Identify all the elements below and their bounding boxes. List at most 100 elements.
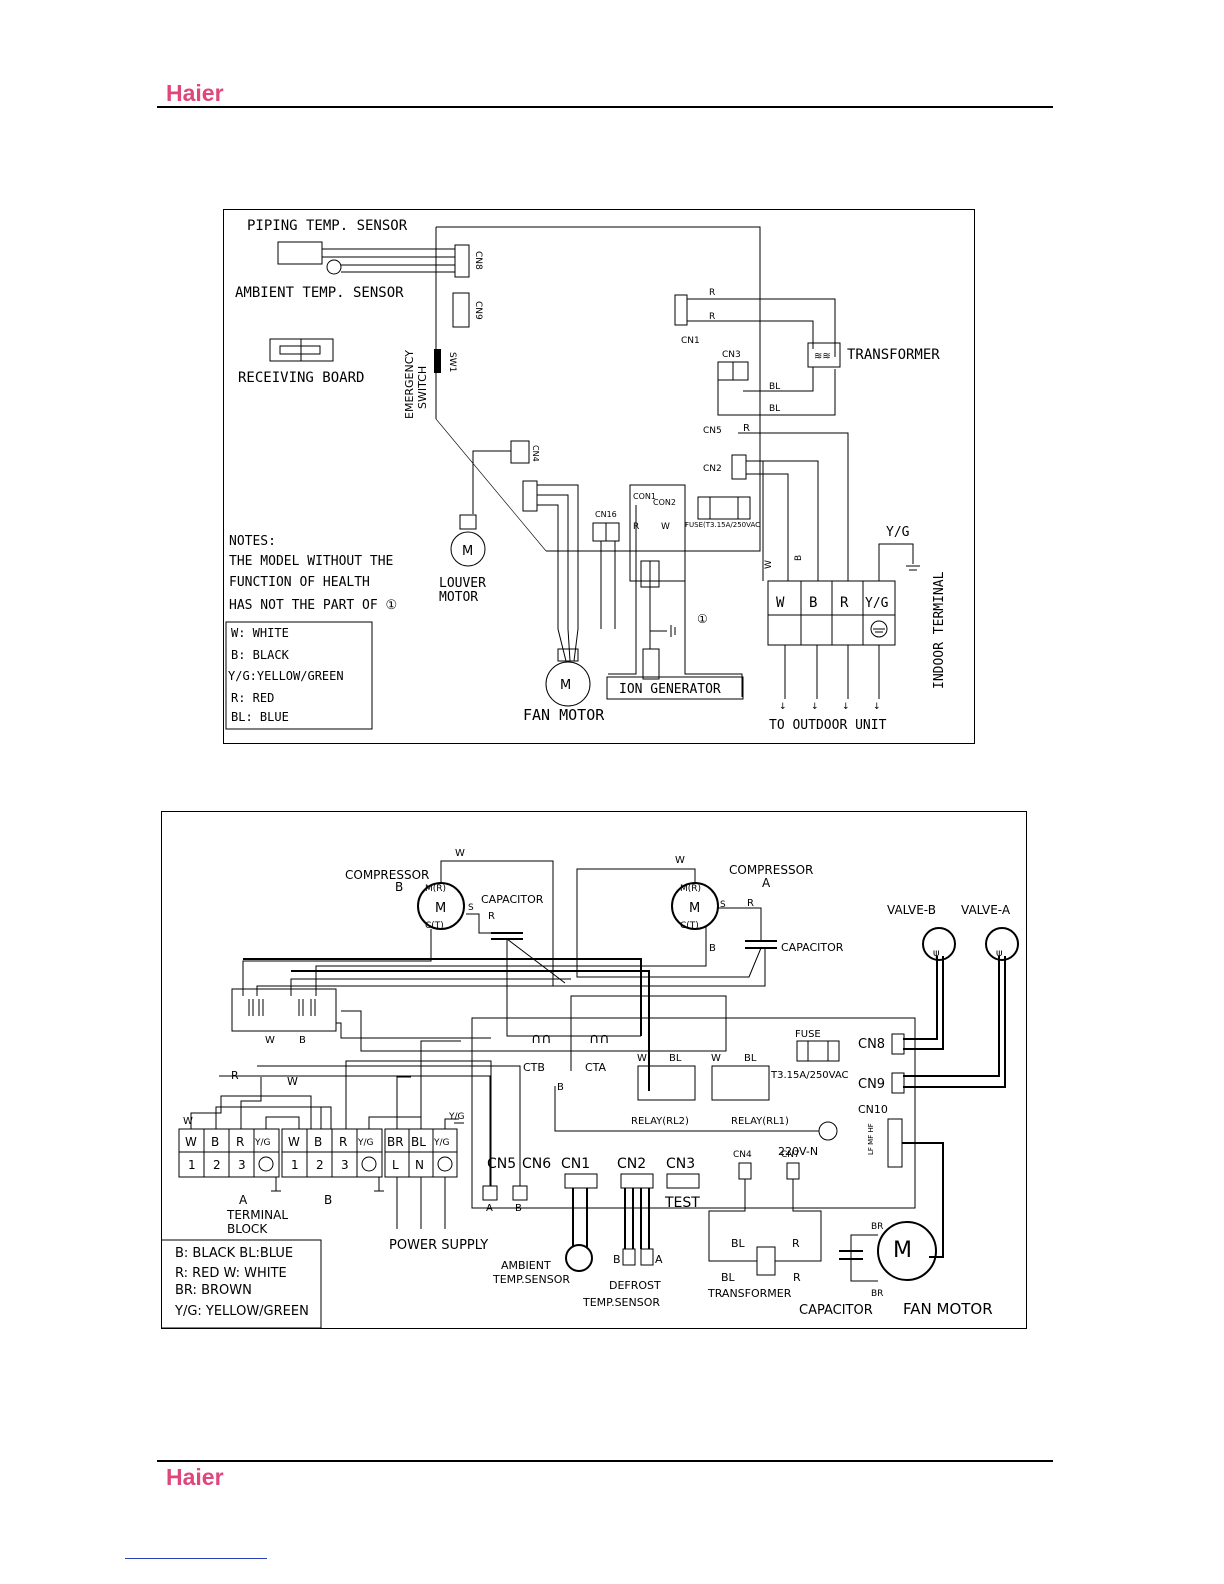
- svg-text:CON2: CON2: [653, 498, 676, 507]
- notes-line-1: THE MODEL WITHOUT THE: [229, 554, 393, 569]
- svg-text:R: RED W: WHITE: R: RED W: WHITE: [175, 1266, 287, 1281]
- louver-motor-icon: M: [462, 544, 473, 559]
- defrost-sensor-a: [640, 1248, 654, 1266]
- fan-capacitor-label: CAPACITOR: [799, 1303, 873, 1318]
- cn2-wires: [746, 460, 819, 581]
- svg-text:W: W: [288, 1135, 300, 1149]
- svg-text:CN4: CN4: [531, 445, 540, 462]
- fan-motor: [877, 1221, 937, 1281]
- ground-icon: [870, 620, 888, 638]
- svg-text:B: BLACK BL:BLUE: B: BLACK BL:BLUE: [175, 1246, 293, 1261]
- svg-text:N: N: [415, 1158, 424, 1172]
- cn9-connector: [452, 292, 470, 328]
- svg-text:Y/G: Y/G: [357, 1138, 374, 1148]
- cn5-label: CN5: [703, 426, 722, 436]
- terminal-block-a: W B R Y/G 1 2 3: [178, 1128, 280, 1178]
- svg-text:B: B: [299, 1035, 306, 1046]
- cn8-label: CN8: [858, 1037, 885, 1052]
- cn2-label: CN2: [703, 464, 722, 474]
- capacitor-b-label: CAPACITOR: [481, 893, 544, 906]
- pcb-fuse-label: FUSE: [795, 1029, 821, 1040]
- svg-text:↓: ↓: [811, 702, 819, 712]
- cn5-cn6-wires: [219, 1065, 521, 1186]
- svg-text:ψ: ψ: [933, 948, 940, 959]
- fan-motor-wires: [537, 484, 579, 662]
- svg-text:R: R: [792, 1237, 800, 1250]
- svg-text:3: 3: [238, 1158, 246, 1172]
- contactor-box: [231, 988, 337, 1032]
- svg-text:R: R: [709, 288, 715, 298]
- cn5-connector: [482, 1185, 498, 1201]
- svg-text:CN3: CN3: [666, 1156, 695, 1172]
- svg-text:L: L: [392, 1158, 399, 1172]
- cn9-connector: [891, 1072, 905, 1094]
- cn8-connector: [891, 1033, 905, 1055]
- svg-text:A: A: [486, 1203, 493, 1214]
- cn6-connector: [512, 1185, 528, 1201]
- svg-text:W: W: [287, 1075, 298, 1088]
- outdoor-feed-wires: [784, 543, 920, 699]
- cn8-connector: [454, 244, 470, 278]
- terminal-block-label: TERMINAL: [226, 1208, 288, 1222]
- relay-rl2: [637, 1065, 696, 1101]
- svg-text:Y/G: Y/G: [254, 1138, 271, 1148]
- cn1-connector: [564, 1173, 598, 1189]
- cn10-label: CN10: [858, 1103, 888, 1116]
- transformer-label: TRANSFORMER: [707, 1287, 792, 1300]
- indoor-fuse-label: FUSE(T3.15A/250VAC: [685, 521, 760, 529]
- receiving-board-pins: [279, 345, 321, 355]
- svg-text:CTB: CTB: [523, 1061, 545, 1074]
- cn1-connector: [674, 294, 688, 326]
- ion-generator: [606, 676, 744, 700]
- cn4-connector: [510, 440, 530, 464]
- terminal-wiring: [190, 1040, 492, 1229]
- notes-title: NOTES:: [229, 534, 276, 549]
- svg-text:R: R: [747, 898, 754, 909]
- svg-text:1: 1: [188, 1158, 196, 1172]
- cn1-label: CN1: [681, 336, 700, 346]
- fan-motor: [545, 661, 591, 707]
- svg-text:BL: BL: [769, 404, 780, 414]
- svg-text:BL: BLUE: BL: BLUE: [231, 710, 289, 724]
- capacitor-a-label: CAPACITOR: [781, 941, 844, 954]
- indoor-legend: [225, 621, 373, 730]
- svg-text:B: B: [557, 1082, 564, 1093]
- valve-wires: [903, 956, 1006, 1088]
- svg-text:BL: BL: [721, 1271, 736, 1284]
- relay-rl1: [711, 1065, 770, 1101]
- cn9-label: CN9: [858, 1077, 885, 1092]
- outdoor-transformer: [756, 1246, 776, 1276]
- ground-icon: [258, 1156, 274, 1172]
- svg-text:TEMP.SENSOR: TEMP.SENSOR: [582, 1296, 660, 1309]
- valve-b: [922, 927, 956, 961]
- notes-line-2: FUNCTION OF HEALTH: [229, 575, 370, 590]
- svg-text:SWITCH: SWITCH: [416, 366, 429, 409]
- relay-rl1-label: RELAY(RL1): [731, 1116, 789, 1127]
- svg-text:Y/G: Y/G: [886, 525, 910, 540]
- valve-a: [985, 927, 1019, 961]
- svg-text:R: R: [743, 423, 750, 434]
- piping-sensor: [277, 241, 323, 265]
- defrost-sensor-label: DEFROST: [609, 1279, 661, 1292]
- svg-text:LF MF HF: LF MF HF: [867, 1123, 875, 1155]
- louver-motor: [450, 531, 486, 567]
- cn2-connector: [620, 1173, 654, 1189]
- svg-text:2: 2: [316, 1158, 324, 1172]
- compressor-wiring: [242, 860, 766, 1071]
- svg-text:W: WHITE: W: WHITE: [231, 626, 289, 640]
- svg-text:Y/G: Y/G: [433, 1138, 450, 1148]
- to-outdoor-label: TO OUTDOOR UNIT: [769, 718, 887, 733]
- svg-text:W: W: [455, 848, 465, 859]
- svg-text:C(T): C(T): [680, 921, 699, 931]
- svg-text:BLOCK: BLOCK: [227, 1222, 268, 1236]
- cn2-connector: [731, 454, 747, 480]
- cn10-connector: [887, 1118, 903, 1168]
- svg-text:BL: BL: [731, 1237, 746, 1250]
- compressor-power-wires: [243, 958, 650, 1091]
- louver-motor-label: LOUVER: [439, 576, 486, 591]
- svg-text:BL: BL: [744, 1053, 757, 1064]
- svg-text:W: W: [265, 1035, 275, 1046]
- neutral-label: 220V-N: [778, 1145, 818, 1158]
- svg-text:R: R: [488, 911, 495, 922]
- svg-text:CN16: CN16: [595, 510, 617, 519]
